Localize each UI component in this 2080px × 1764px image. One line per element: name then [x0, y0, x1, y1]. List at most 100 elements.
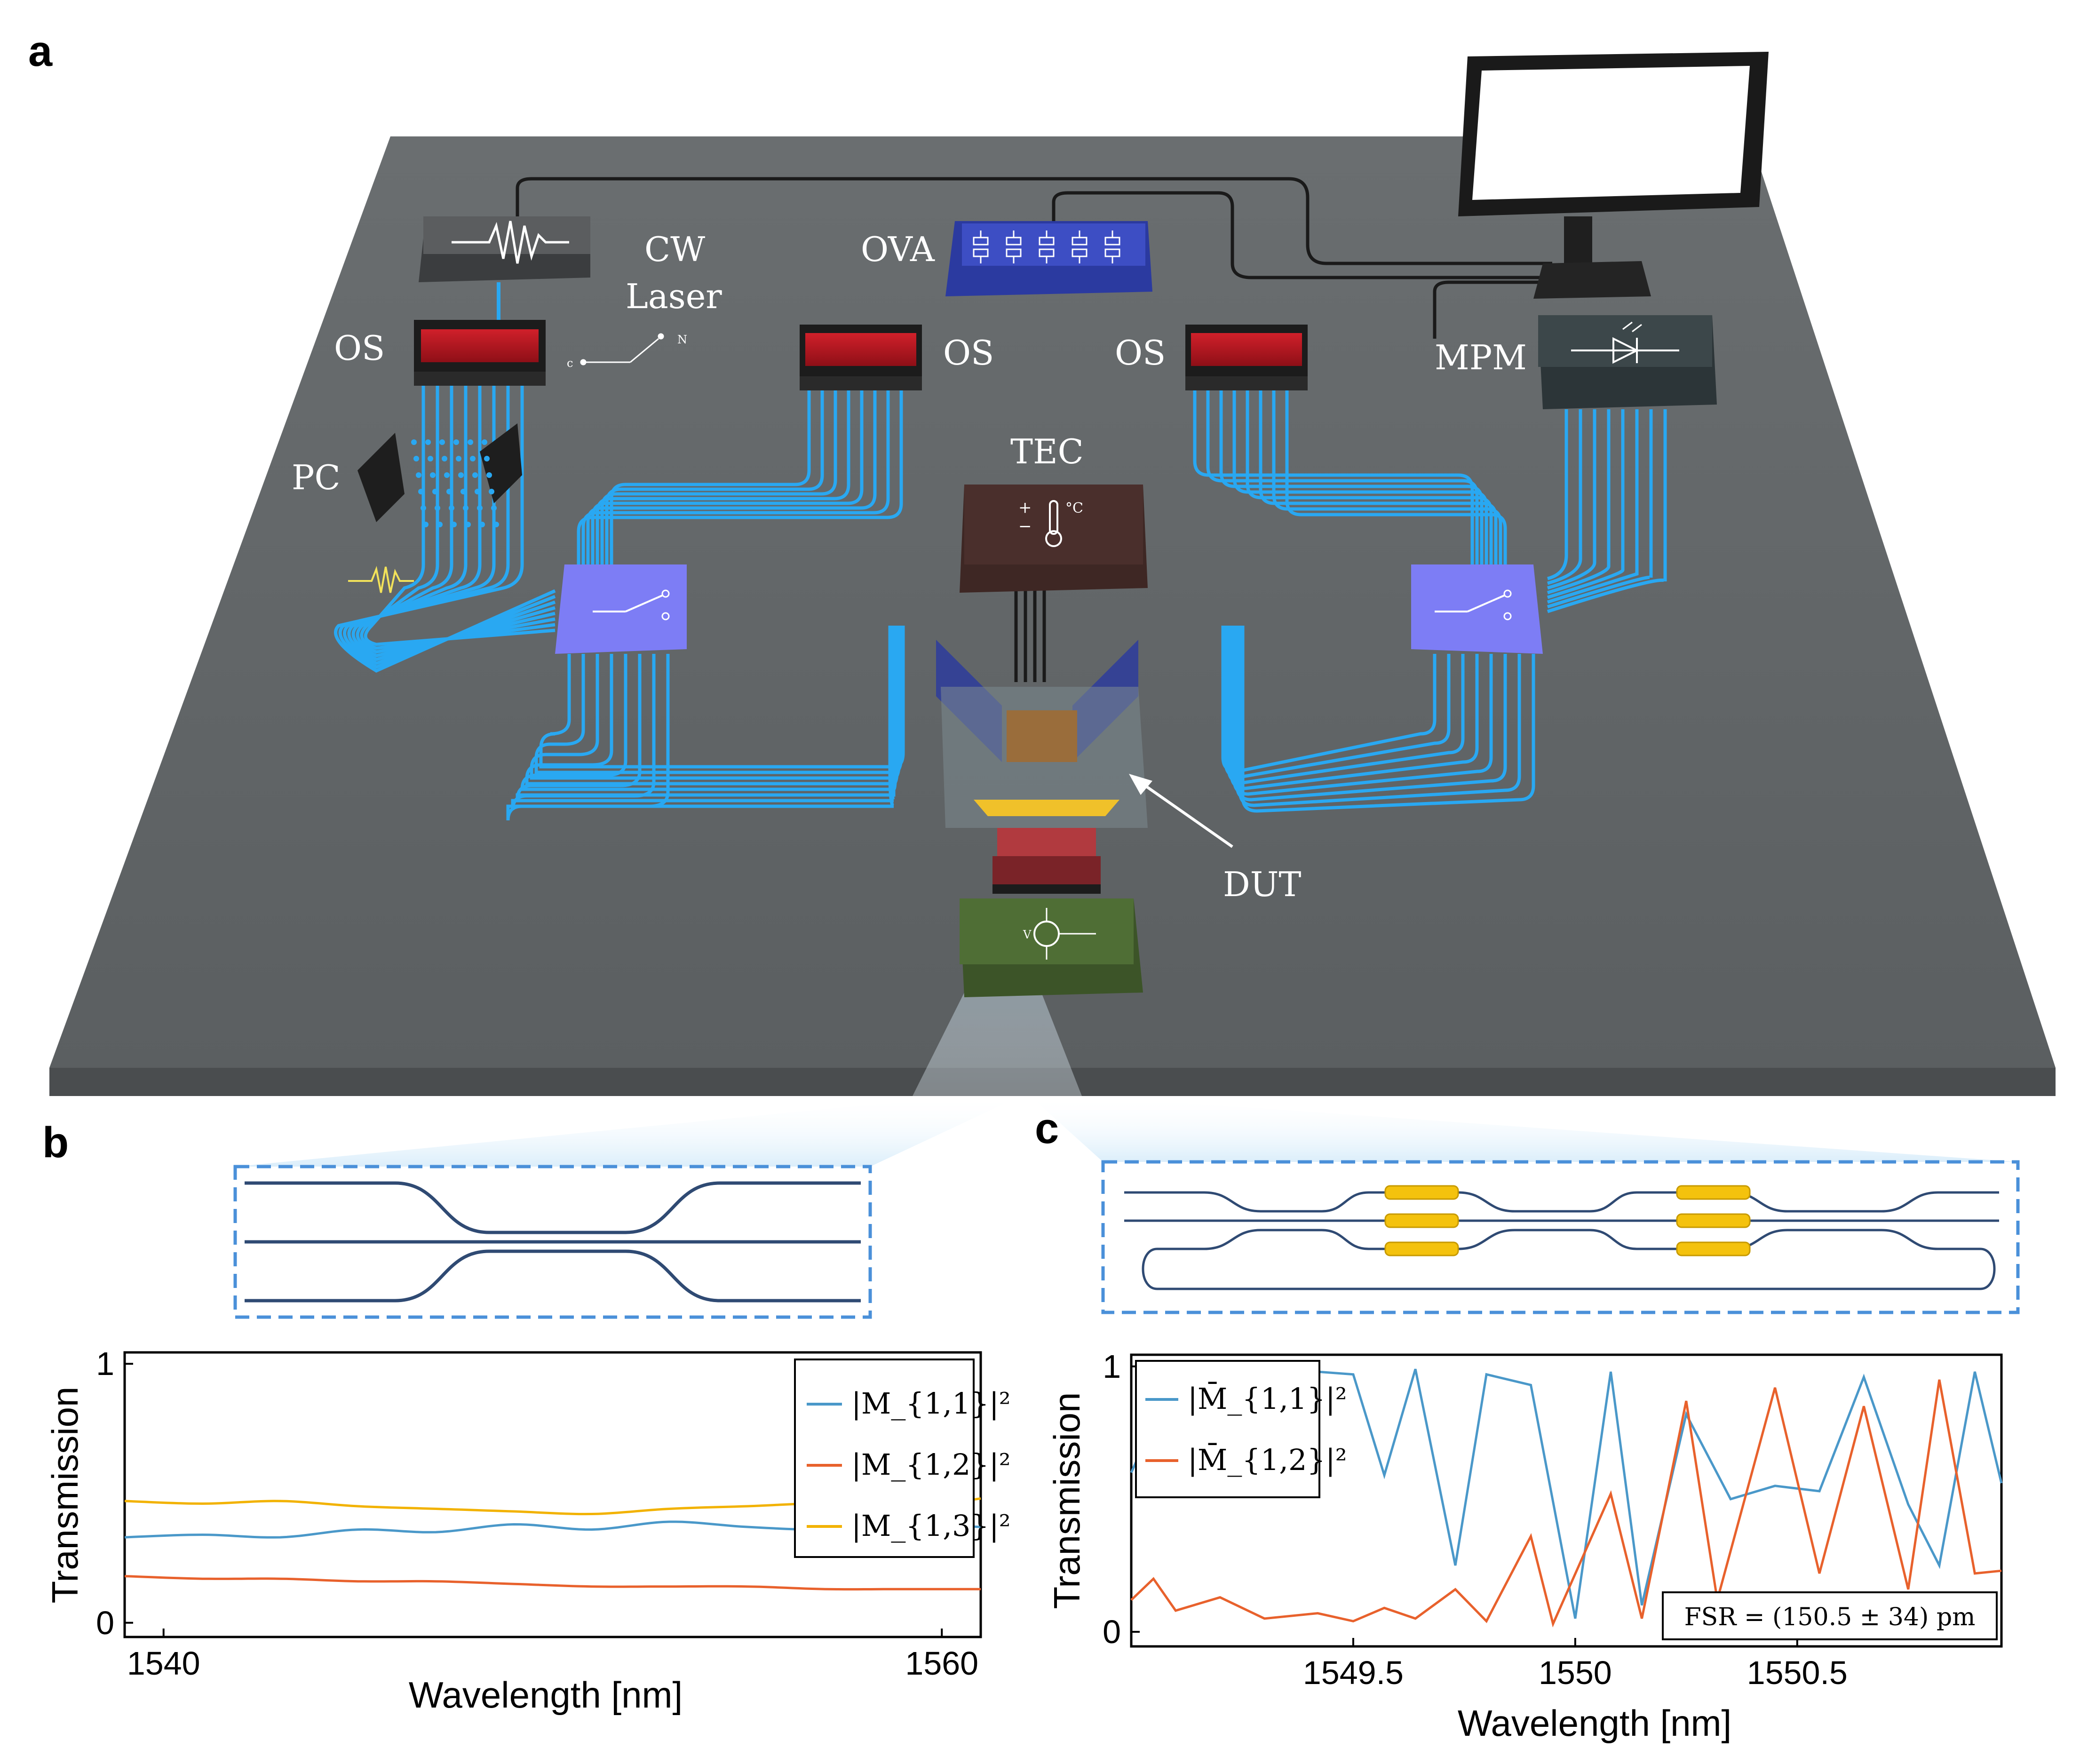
fiber-line — [1547, 409, 1596, 590]
source-v-label: V — [1023, 928, 1032, 941]
fiber-line — [1232, 626, 1493, 796]
label-dut: DUT — [1223, 865, 1301, 904]
label-ova: OVA — [861, 230, 935, 269]
fiber-line — [1285, 390, 1507, 569]
thermometer-icon — [1049, 500, 1058, 535]
x-tick-label: 1540 — [127, 1645, 200, 1682]
label-tec: TEC — [1010, 432, 1084, 471]
panel-label-b: b — [42, 1119, 69, 1167]
x-tick-label: 1550 — [1539, 1654, 1612, 1691]
label-cw: CW — [644, 230, 705, 269]
pc-fiber-dot — [439, 439, 445, 445]
optical-switch-right — [1185, 325, 1308, 390]
pc-fiber-dot — [484, 456, 490, 461]
label-os-mid: OS — [943, 333, 994, 373]
photodiode-icon — [1612, 337, 1639, 364]
x-tick-label: 1549.5 — [1303, 1654, 1404, 1691]
ova-port-glyph — [1039, 230, 1055, 263]
chip-die — [1007, 710, 1077, 762]
pc-fiber-dot — [458, 472, 464, 478]
fiber-switch-left — [555, 564, 687, 654]
legend-b: |M_{1,1}|² |M_{1,2}|² |M_{1,3}|² — [794, 1359, 1011, 1558]
pc-fiber-dot — [470, 456, 476, 461]
y-axis-label-c: Transmission — [1046, 1392, 1088, 1609]
optical-switch-left — [414, 320, 546, 386]
zoom-cone-c — [1030, 1096, 2018, 1162]
fiber-line — [1547, 409, 1568, 580]
pc-fiber-dot — [486, 472, 492, 478]
pc-fiber-dot — [416, 472, 421, 478]
label-os-left: OS — [334, 328, 385, 368]
fiber-line — [1547, 409, 1625, 599]
fiber-line — [1235, 626, 1507, 802]
dut-arrow — [1137, 779, 1233, 848]
y-tick-label: 1 — [1103, 1348, 1121, 1385]
input-pulse-icon — [348, 566, 414, 593]
pc-fiber-dot — [449, 505, 454, 511]
pc-fiber-dot — [411, 439, 417, 445]
dut-stage — [936, 640, 1148, 894]
source-meter — [960, 898, 1143, 997]
computer-monitor — [1458, 52, 1769, 299]
pc-fiber-dot — [465, 522, 471, 527]
zoom-beam — [913, 988, 1082, 1096]
y-axis-label-b: Transmission — [44, 1387, 86, 1604]
setup-illustration: CW Laser c N OS PC — [49, 52, 2056, 1096]
x-axis-label-c: Wavelength [nm] — [1458, 1702, 1731, 1744]
fiber-line — [1547, 409, 1582, 585]
series-line — [124, 1575, 981, 1591]
legend-c-item-1: |M̄_{1,1}|² — [1188, 1382, 1347, 1416]
plot-frame-b — [123, 1351, 982, 1638]
tec-minus: − — [1018, 517, 1032, 536]
pc-fiber-dot — [463, 505, 468, 511]
ova-port-glyph — [973, 230, 989, 263]
pc-fiber-dot — [442, 456, 447, 461]
fiber-line — [356, 386, 556, 654]
coupler-schematic-b — [233, 1165, 872, 1319]
pc-fiber-dot — [435, 505, 440, 511]
pc-fiber-dot — [477, 505, 483, 511]
pc-fiber-dot — [453, 439, 459, 445]
zoom-cone-b — [235, 1096, 1021, 1167]
pc-fiber-dot — [432, 489, 438, 494]
pc-fiber-dot — [491, 505, 497, 511]
optical-switch-mid — [800, 325, 922, 390]
pc-fiber-dot — [468, 439, 473, 445]
fiber-line — [1238, 626, 1521, 807]
label-mpm: MPM — [1435, 338, 1527, 377]
pc-fiber-dot — [428, 456, 433, 461]
label-laser: Laser — [626, 277, 722, 316]
pc-fiber-dot — [482, 439, 487, 445]
fiber-line — [1227, 626, 1465, 785]
tec-controller — [960, 485, 1148, 593]
mzi-schematic-c — [1101, 1160, 2020, 1314]
fiber-switch-right — [1411, 564, 1543, 654]
pc-fiber-dot — [444, 472, 450, 478]
pc-fiber-dot — [489, 489, 494, 494]
label-pc: PC — [292, 458, 341, 497]
pc-fiber-dot — [475, 489, 480, 494]
fiber-line — [1241, 626, 1535, 813]
fiber-line — [1547, 409, 1653, 609]
pc-fiber-dot — [493, 522, 499, 527]
pc-fiber-dot — [451, 522, 457, 527]
legend-c-item-2: |M̄_{1,2}|² — [1188, 1443, 1347, 1477]
fiber-line — [1547, 409, 1639, 604]
fiber-line — [506, 626, 895, 821]
x-tick-label: 1550.5 — [1747, 1654, 1848, 1691]
label-os-right: OS — [1115, 333, 1166, 373]
tec-plus: + — [1018, 498, 1032, 517]
fiber-line — [334, 386, 556, 673]
pc-fiber-dot — [472, 472, 478, 478]
pc-fiber-dot — [479, 522, 485, 527]
ova-port-glyph — [1072, 230, 1088, 263]
fiber-line — [1547, 409, 1611, 595]
fiber-line — [511, 626, 896, 810]
legend-b-item-3: |M_{1,3}|² — [851, 1509, 1011, 1543]
fiber-bundles — [334, 386, 1667, 821]
laser-waveform-icon — [452, 221, 569, 264]
fiber-line — [364, 386, 556, 646]
